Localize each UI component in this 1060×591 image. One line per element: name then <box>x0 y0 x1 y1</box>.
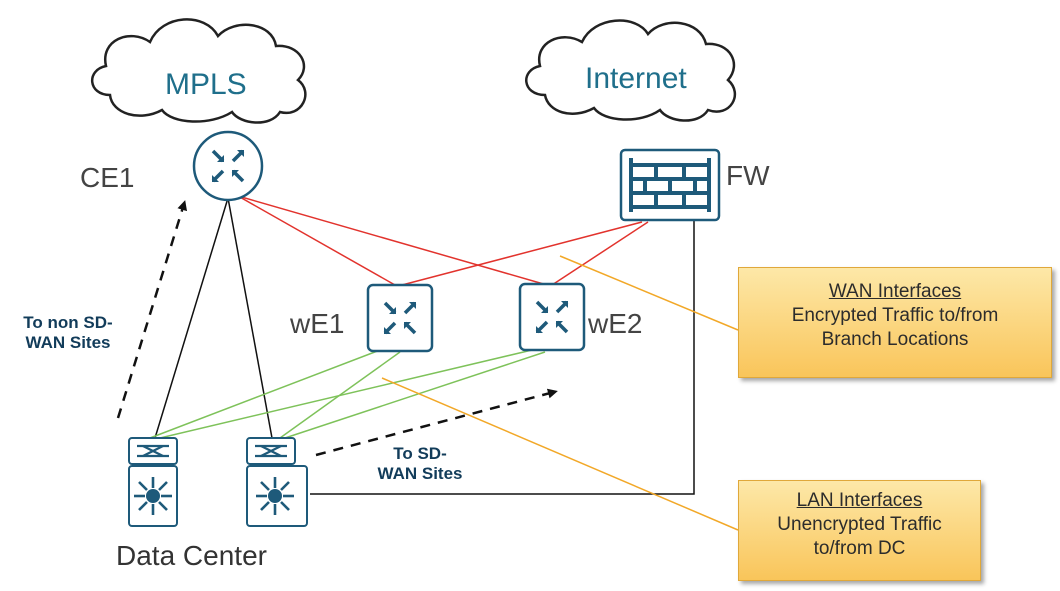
wan-callout-title: WAN Interfaces <box>828 281 962 302</box>
ce1-label: CE1 <box>80 162 135 193</box>
wan-link-fw-we2 <box>551 221 649 286</box>
we1-router-icon[interactable] <box>366 283 434 353</box>
sdwan-line-1: To SD- <box>393 444 447 463</box>
wan-link-fw-we1 <box>401 221 643 286</box>
data-center-label: Data Center <box>116 540 267 571</box>
dc-core-switch-1-icon[interactable] <box>128 465 178 527</box>
fw-label: FW <box>726 160 770 191</box>
lan-callout-line-1: Unencrypted Traffic <box>777 514 942 535</box>
lan-link-we2-sw2 <box>284 351 546 439</box>
link-ce1-sw1 <box>154 197 229 439</box>
wan-callout-leader <box>559 255 739 331</box>
dc-core-switch-2-icon[interactable] <box>246 465 308 527</box>
wan-callout-line-2: Branch Locations <box>821 329 969 350</box>
lan-interfaces-callout: LAN Interfaces Unencrypted Traffic to/fr… <box>738 480 981 581</box>
sdwan-line-2: WAN Sites <box>377 464 463 483</box>
arrow-to-sdwan <box>315 388 558 457</box>
arrow-to-non-sdwan <box>116 200 188 419</box>
wan-link-ce1-we1 <box>237 195 396 286</box>
non-sdwan-arrow-label: To non SD- WAN Sites <box>8 313 128 353</box>
lan-link-we1-sw1 <box>149 349 381 439</box>
lan-callout-title: LAN Interfaces <box>796 490 923 511</box>
firewall-icon[interactable] <box>619 148 721 222</box>
we1-label: wE1 <box>290 308 345 339</box>
mpls-cloud-icon <box>90 18 307 124</box>
dc-switch-1-icon[interactable] <box>128 437 178 465</box>
non-sdwan-line-1: To non SD- <box>23 313 113 332</box>
ce1-router-icon[interactable] <box>192 130 264 202</box>
dc-switch-2-icon[interactable] <box>246 437 296 465</box>
we2-label: wE2 <box>588 308 643 339</box>
wan-interfaces-callout: WAN Interfaces Encrypted Traffic to/from… <box>738 267 1052 378</box>
wan-callout-line-1: Encrypted Traffic to/from <box>791 305 999 326</box>
link-ce1-sw2 <box>227 197 273 439</box>
internet-cloud-icon <box>525 19 737 122</box>
lan-callout-leader <box>381 377 739 531</box>
mpls-label: MPLS <box>165 68 247 101</box>
wan-link-ce1-we2 <box>237 195 548 286</box>
lan-link-we2-sw1 <box>159 349 533 439</box>
sdwan-arrow-label: To SD- WAN Sites <box>360 444 480 484</box>
internet-label: Internet <box>585 62 687 95</box>
we2-router-icon[interactable] <box>518 282 586 352</box>
lan-callout-line-2: to/from DC <box>813 538 906 559</box>
non-sdwan-line-2: WAN Sites <box>25 333 111 352</box>
